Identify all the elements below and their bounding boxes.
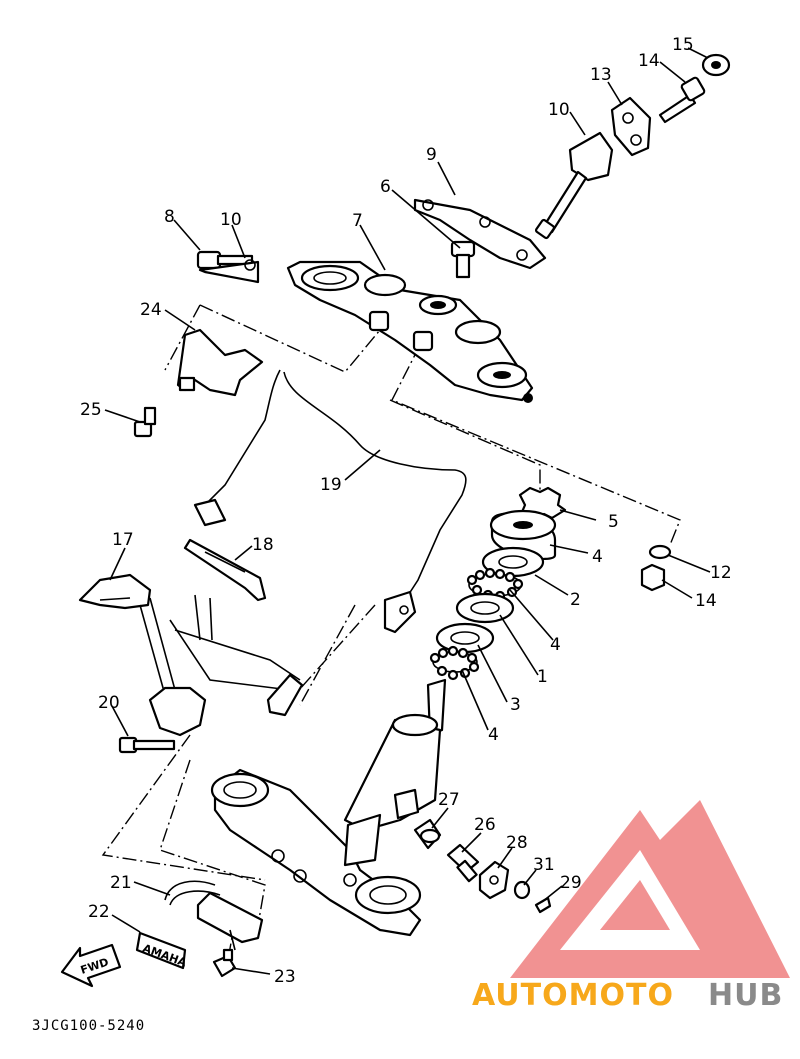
- bolt-21: [118, 736, 176, 754]
- callout-27: 26: [474, 815, 496, 835]
- assembly-lines: [101, 304, 681, 961]
- callout-16: 14: [638, 51, 660, 71]
- callout-26: 25: [80, 400, 102, 420]
- grommet-28: [413, 818, 442, 850]
- bracket-18: [78, 573, 304, 737]
- callout-4-lower: 4: [488, 725, 499, 745]
- nut-14: [640, 563, 666, 592]
- clamp-10: [198, 259, 260, 284]
- callout-31: 31: [533, 855, 555, 875]
- bolt-16: [658, 76, 706, 124]
- leader-lines: [104, 47, 711, 975]
- callout-5: 4: [592, 547, 603, 567]
- callout-6: 5: [608, 512, 619, 532]
- callout-30: 29: [560, 873, 582, 893]
- washer-13: [648, 544, 672, 560]
- fwd-arrow-icon: FWD: [60, 943, 122, 988]
- plate-11: [413, 198, 547, 270]
- callout-29: 28: [506, 833, 528, 853]
- callout-8: 7: [352, 211, 363, 231]
- callout-3: 3: [510, 695, 521, 715]
- callout-7: 6: [380, 177, 391, 197]
- callout-18: 17: [112, 530, 134, 550]
- callout-23: 22: [88, 902, 110, 922]
- wordmark-auto: AUTOMOTO: [472, 978, 674, 1013]
- emblem-23: AMAHA: [135, 931, 189, 970]
- race-1: [455, 592, 515, 624]
- callout-24: 23: [274, 967, 296, 987]
- callout-15: 13: [590, 65, 612, 85]
- callout-12: 10: [548, 100, 570, 120]
- callout-20: 19: [320, 475, 342, 495]
- cap-17: [701, 53, 731, 77]
- washer-31: [513, 880, 531, 900]
- automotohub-wordmark: AUTOMOTO HUB: [472, 978, 783, 1013]
- race-3: [435, 622, 495, 654]
- callout-25: 24: [140, 300, 162, 320]
- callout-13: 12: [710, 563, 732, 583]
- bracket-piece: [196, 891, 264, 951]
- bolt-7: [450, 240, 476, 279]
- callout-19: 18: [252, 535, 274, 555]
- wordmark-hub: HUB: [708, 978, 783, 1013]
- bolt-27: [446, 843, 480, 883]
- callout-9: 8: [164, 207, 175, 227]
- callout-28: 27: [438, 790, 460, 810]
- callout-1: 1: [537, 667, 548, 687]
- callout-2: 2: [570, 590, 581, 610]
- callout-21: 20: [98, 693, 120, 713]
- strap-19: [183, 538, 267, 602]
- callout-10: 10: [220, 210, 242, 230]
- clip-22: [164, 880, 221, 906]
- lower-bracket-steering-stem: [210, 678, 447, 937]
- cable-20: [193, 369, 467, 634]
- bolt-26: [133, 406, 157, 438]
- bolt-24: [212, 948, 237, 978]
- callout-14: 14: [695, 591, 717, 611]
- automotohub-logo-mark: [510, 800, 790, 978]
- plate-29: [478, 860, 510, 900]
- callout-11: 9: [426, 145, 437, 165]
- callout-22: 21: [110, 873, 132, 893]
- bracket-25: [176, 328, 264, 397]
- callout-numbers: 15 14 13 10 9 6 7 8 10 24 25 19 18 17 20…: [80, 35, 732, 987]
- screw-30: [534, 896, 552, 914]
- handlebar-holder-12: [534, 131, 614, 240]
- upper-holder-15: [610, 96, 652, 157]
- upper-bracket: [286, 260, 534, 403]
- callout-17: 15: [672, 35, 694, 55]
- diagram-code: 3JCG100-5240: [32, 1018, 145, 1034]
- callout-4-upper: 4: [550, 635, 561, 655]
